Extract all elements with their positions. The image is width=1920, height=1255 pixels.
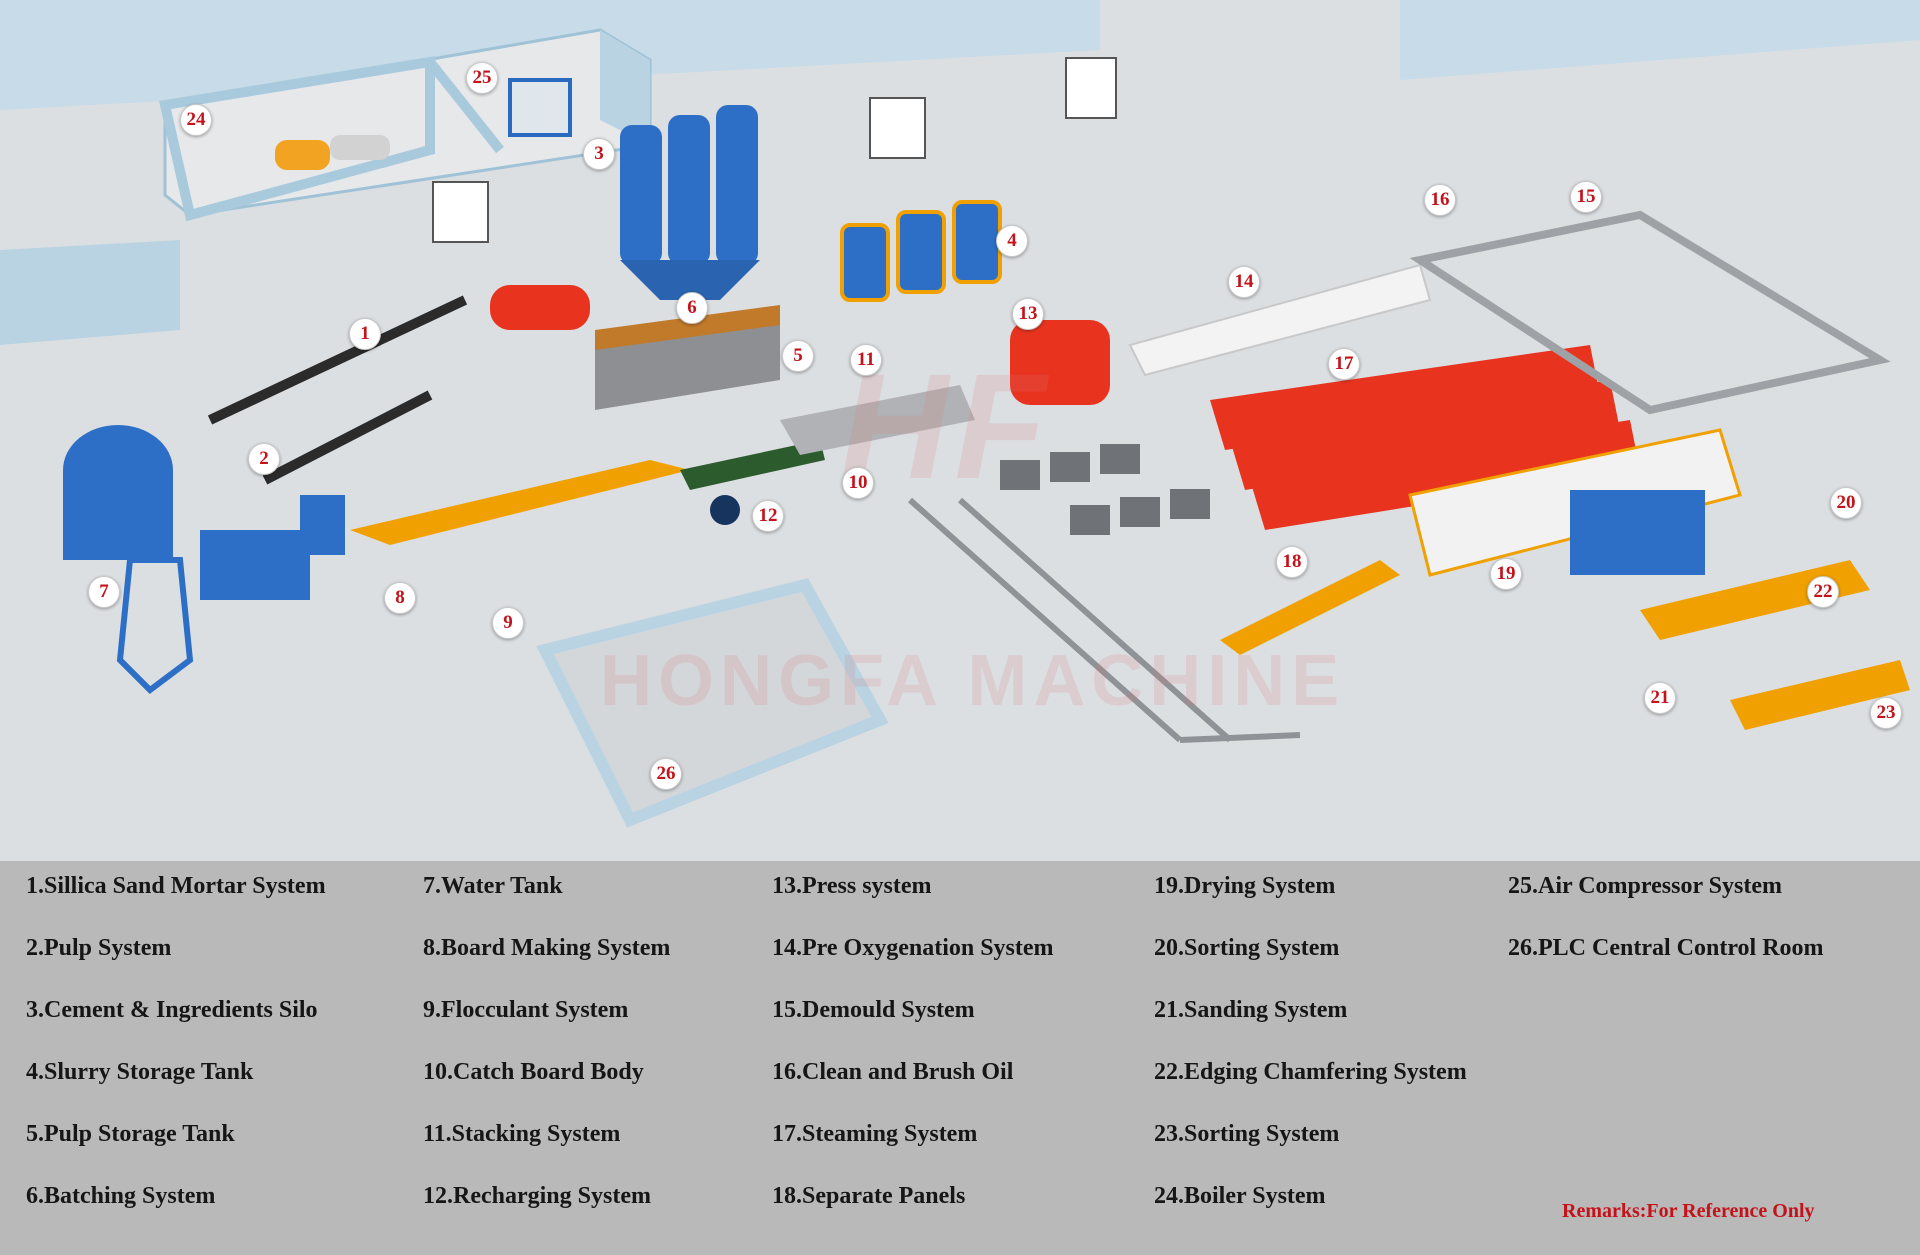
marker-4: 4 (996, 225, 1028, 257)
legend-item-7: 7.Water Tank (423, 873, 563, 899)
legend-item-12: 12.Recharging System (423, 1183, 651, 1209)
legend-item-2: 2.Pulp System (26, 935, 172, 961)
plc-control-room (536, 578, 889, 828)
marker-7: 7 (88, 576, 120, 608)
marker-9: 9 (492, 607, 524, 639)
concrete-panels (1000, 444, 1210, 535)
marker-16: 16 (1424, 184, 1456, 216)
marker-12: 12 (752, 500, 784, 532)
slurry-tanks (840, 200, 1002, 302)
legend-item-8: 8.Board Making System (423, 935, 671, 961)
marker-20: 20 (1830, 487, 1862, 519)
legend: 1.Sillica Sand Mortar System 2.Pulp Syst… (0, 861, 1920, 1255)
marker-6: 6 (676, 292, 708, 324)
legend-item-23: 23.Sorting System (1154, 1121, 1340, 1147)
watermark-brand: HONGFA MACHINE (600, 641, 1346, 721)
marker-25: 25 (466, 62, 498, 94)
legend-item-3: 3.Cement & Ingredients Silo (26, 997, 318, 1023)
factory-drawing (0, 0, 1920, 828)
legend-item-14: 14.Pre Oxygenation System (772, 935, 1054, 961)
marker-19: 19 (1490, 558, 1522, 590)
marker-8: 8 (384, 582, 416, 614)
ball-mill (490, 285, 590, 330)
panel-tracks (908, 497, 1301, 743)
marker-13: 13 (1012, 298, 1044, 330)
legend-item-4: 4.Slurry Storage Tank (26, 1059, 254, 1085)
legend-item-10: 10.Catch Board Body (423, 1059, 644, 1085)
legend-item-18: 18.Separate Panels (772, 1183, 966, 1209)
legend-item-9: 9.Flocculant System (423, 997, 629, 1023)
boiler-room (158, 28, 652, 222)
cement-silos (620, 105, 760, 300)
marker-21: 21 (1644, 682, 1676, 714)
legend-item-20: 20.Sorting System (1154, 935, 1340, 961)
legend-item-21: 21.Sanding System (1154, 997, 1348, 1023)
legend-item-19: 19.Drying System (1154, 873, 1336, 899)
legend-item-11: 11.Stacking System (423, 1121, 621, 1147)
marker-23: 23 (1870, 697, 1902, 729)
marker-17: 17 (1328, 348, 1360, 380)
demould-rails (1409, 210, 1891, 415)
marker-10: 10 (842, 467, 874, 499)
legend-item-13: 13.Press system (772, 873, 932, 899)
legend-item-17: 17.Steaming System (772, 1121, 978, 1147)
legend-item-26: 26.PLC Central Control Room (1508, 935, 1824, 961)
marker-18: 18 (1276, 546, 1308, 578)
marker-15: 15 (1570, 181, 1602, 213)
marker-11: 11 (850, 344, 882, 376)
water-tank (63, 425, 310, 694)
conveyors (207, 295, 468, 485)
marker-26: 26 (650, 758, 682, 790)
legend-item-6: 6.Batching System (26, 1183, 216, 1209)
legend-item-1: 1.Sillica Sand Mortar System (26, 873, 326, 899)
steaming-system (1210, 345, 1640, 530)
remarks-note: Remarks:For Reference Only (1562, 1200, 1815, 1222)
marker-3: 3 (583, 138, 615, 170)
legend-item-22: 22.Edging Chamfering System (1154, 1059, 1467, 1085)
factory-layout-illustration: HF HONGFA MACHINE 1 2 3 4 5 6 7 8 9 10 1… (0, 0, 1920, 861)
marker-22: 22 (1807, 576, 1839, 608)
marker-2: 2 (248, 443, 280, 475)
legend-item-5: 5.Pulp Storage Tank (26, 1121, 235, 1147)
press-area (780, 263, 1432, 455)
drying-system (1408, 428, 1742, 577)
legend-item-16: 16.Clean and Brush Oil (772, 1059, 1014, 1085)
windows (432, 57, 1117, 243)
legend-item-25: 25.Air Compressor System (1508, 873, 1782, 899)
marker-24: 24 (180, 104, 212, 136)
marker-5: 5 (782, 340, 814, 372)
marker-14: 14 (1228, 266, 1260, 298)
legend-item-24: 24.Boiler System (1154, 1183, 1326, 1209)
pulp-storage-tank (595, 305, 780, 410)
marker-1: 1 (349, 318, 381, 350)
left-wall (0, 240, 180, 345)
board-making-line (300, 440, 825, 555)
legend-item-15: 15.Demould System (772, 997, 975, 1023)
